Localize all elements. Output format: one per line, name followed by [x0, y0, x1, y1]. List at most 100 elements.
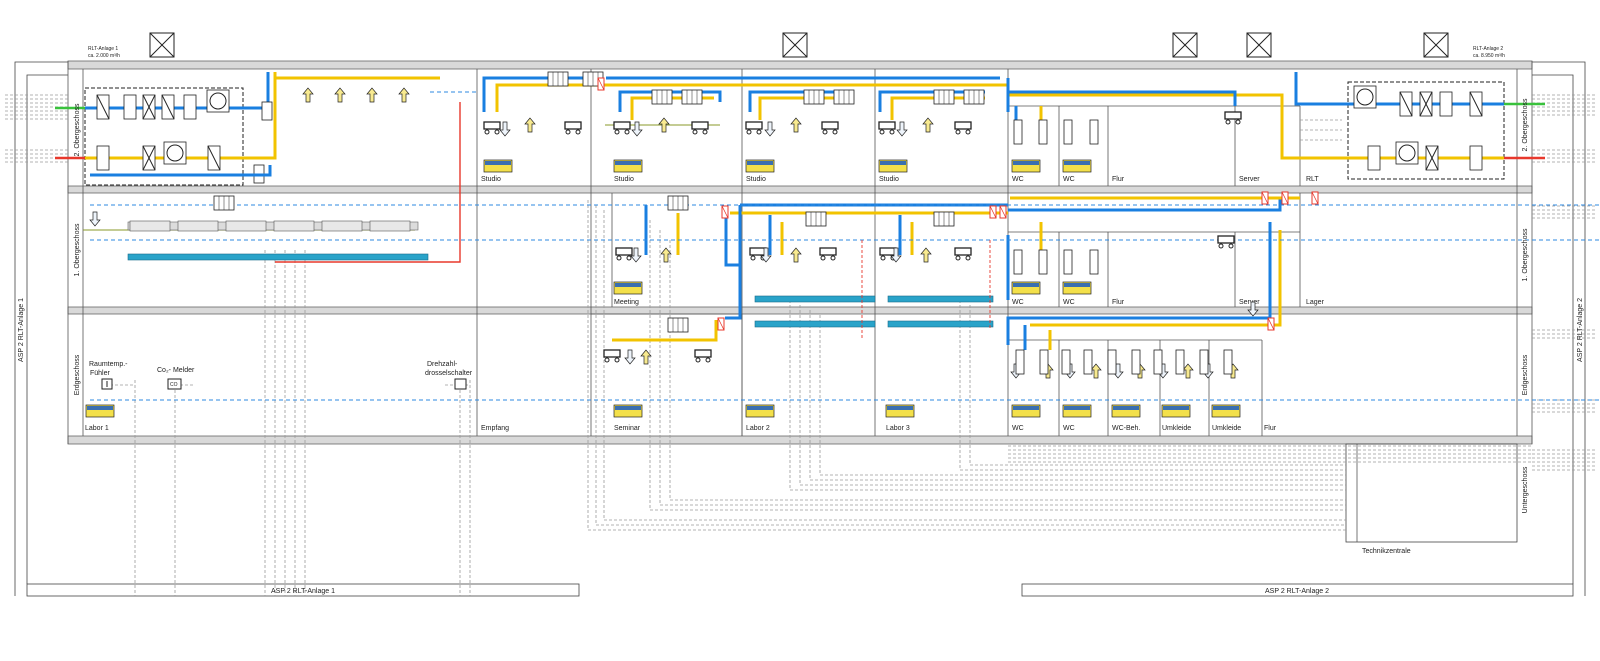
asp-right-label: ASP 2 RLT-Anlage 2: [1265, 588, 1329, 595]
fire-damper-cross: [1281, 191, 1289, 205]
room-label: Studio: [879, 176, 899, 183]
room-label: Flur: [1112, 299, 1125, 306]
linear-outlet: [1175, 349, 1185, 375]
ahu-right-title: RLT-Anlage 2: [1473, 46, 1503, 52]
diffuser-strip: [273, 220, 315, 232]
roof-fan-icon: [1423, 32, 1449, 58]
outlet-wheel: [692, 129, 698, 135]
floor-label-og1-right: 1. Obergeschoss: [1522, 228, 1529, 281]
supply-arrow-icon: [499, 121, 511, 137]
room-devices: [85, 71, 1319, 418]
room-label: Umkleide: [1212, 425, 1241, 432]
room-controller-header: [615, 161, 641, 165]
outlet-wheel: [614, 129, 620, 135]
room-controller-header: [747, 406, 773, 410]
exhaust-arrow-icon: [1182, 363, 1194, 379]
roof-fan-icon: [782, 32, 808, 58]
outlet-wheel: [494, 129, 500, 135]
outlet-wheel: [889, 129, 895, 135]
room-label: Seminar: [614, 425, 641, 432]
fire-damper-cross: [989, 205, 997, 219]
ceiling-outlet-box: [564, 121, 582, 130]
room-controller-header: [1013, 283, 1039, 287]
outlet-wheel: [879, 129, 885, 135]
svg-text:CO: CO: [170, 382, 178, 388]
technikzentrale-room: [1345, 443, 1518, 543]
room-label: Empfang: [481, 425, 509, 432]
ahu-left-capacity: ca. 2.000 m³/h: [88, 53, 120, 59]
linear-outlet: [1089, 119, 1099, 145]
linear-outlet: [1013, 119, 1023, 145]
fire-damper-cross: [1267, 317, 1275, 331]
room-label: WC: [1063, 299, 1075, 306]
outlet-wheel: [484, 129, 490, 135]
room-controller-header: [615, 283, 641, 287]
speed-switch-icon: [454, 378, 467, 390]
floor-label-eg-right: Erdgeschoss: [1522, 354, 1529, 395]
fire-damper-cross: [1261, 191, 1269, 205]
exhaust-arrow-icon: [660, 247, 672, 263]
room-controller-header: [87, 406, 113, 410]
room-label: WC: [1063, 425, 1075, 432]
floor-label-og1: 1. Obergeschoss: [74, 223, 81, 276]
outlet-wheel: [832, 129, 838, 135]
asp-vertical-left: ASP 2 RLT-Anlage 1: [18, 298, 25, 362]
room-controller-header: [880, 161, 906, 165]
room-controller-header: [615, 406, 641, 410]
asp-vertical-right: ASP 2 RLT-Anlage 2: [1577, 298, 1584, 362]
outlet-wheel: [702, 129, 708, 135]
ducts: [83, 76, 1600, 401]
room-labels: Studio Studio Studio Studio WC WC Flur S…: [85, 176, 1411, 555]
room-label: Studio: [614, 176, 634, 183]
supply-arrow-icon: [1247, 301, 1259, 317]
room-label: Server: [1239, 176, 1260, 183]
outlet-wheel: [965, 129, 971, 135]
temperature-sensor-icon: [101, 378, 113, 390]
device-legend: Raumtemp.- Fühler Co₂- Melder CO Drehzah…: [89, 361, 473, 390]
floor-label-og2-right: 2. Obergeschoss: [1522, 98, 1529, 151]
room-label: WC: [1012, 299, 1024, 306]
linear-outlet: [1038, 119, 1048, 145]
outlet-wheel: [604, 357, 610, 363]
outlet-wheel: [1228, 243, 1234, 249]
floor-label-ug-right: Untergeschoss: [1522, 466, 1529, 513]
exhaust-arrow-icon: [366, 87, 378, 103]
outlet-wheel: [820, 255, 826, 261]
supply-arrow-icon: [890, 247, 902, 263]
outlet-wheel: [830, 255, 836, 261]
linear-outlet: [1223, 349, 1233, 375]
room-controller-header: [1013, 406, 1039, 410]
roof-fans: [149, 32, 1449, 58]
ceiling-outlet-box: [819, 247, 837, 256]
supply-arrow-icon: [760, 247, 772, 263]
ceiling-outlet-box: [691, 121, 709, 130]
outlet-wheel: [880, 255, 886, 261]
co2-label: Co₂- Melder: [157, 367, 195, 374]
ceiling-outlet-box: [1224, 111, 1242, 120]
linear-outlet: [1013, 249, 1023, 275]
diffuser-strip: [129, 220, 171, 232]
room-label: Flur: [1112, 176, 1125, 183]
outlet-wheel: [626, 255, 632, 261]
outlet-wheel: [695, 357, 701, 363]
outlet-wheel: [756, 129, 762, 135]
room-controller-header: [887, 406, 913, 410]
linear-outlet: [1063, 119, 1073, 145]
supply-arrow-icon: [631, 121, 643, 137]
room-label: Labor 1: [85, 425, 109, 432]
asp-labels: ASP 2 RLT-Anlage 1 ASP 2 RLT-Anlage 2: [271, 588, 1329, 595]
outlet-wheel: [705, 357, 711, 363]
outlet-wheel: [750, 255, 756, 261]
outlet-wheel: [624, 129, 630, 135]
exhaust-arrow-icon: [334, 87, 346, 103]
fire-damper-cross: [717, 317, 725, 331]
linear-outlet: [1089, 249, 1099, 275]
exhaust-arrow-icon: [922, 117, 934, 133]
room-label: Server: [1239, 299, 1260, 306]
exhaust-arrow-icon: [302, 87, 314, 103]
room-controller-header: [1163, 406, 1189, 410]
exhaust-arrow-icon: [790, 117, 802, 133]
room-label: Studio: [746, 176, 766, 183]
room-label: Lager: [1306, 299, 1325, 306]
